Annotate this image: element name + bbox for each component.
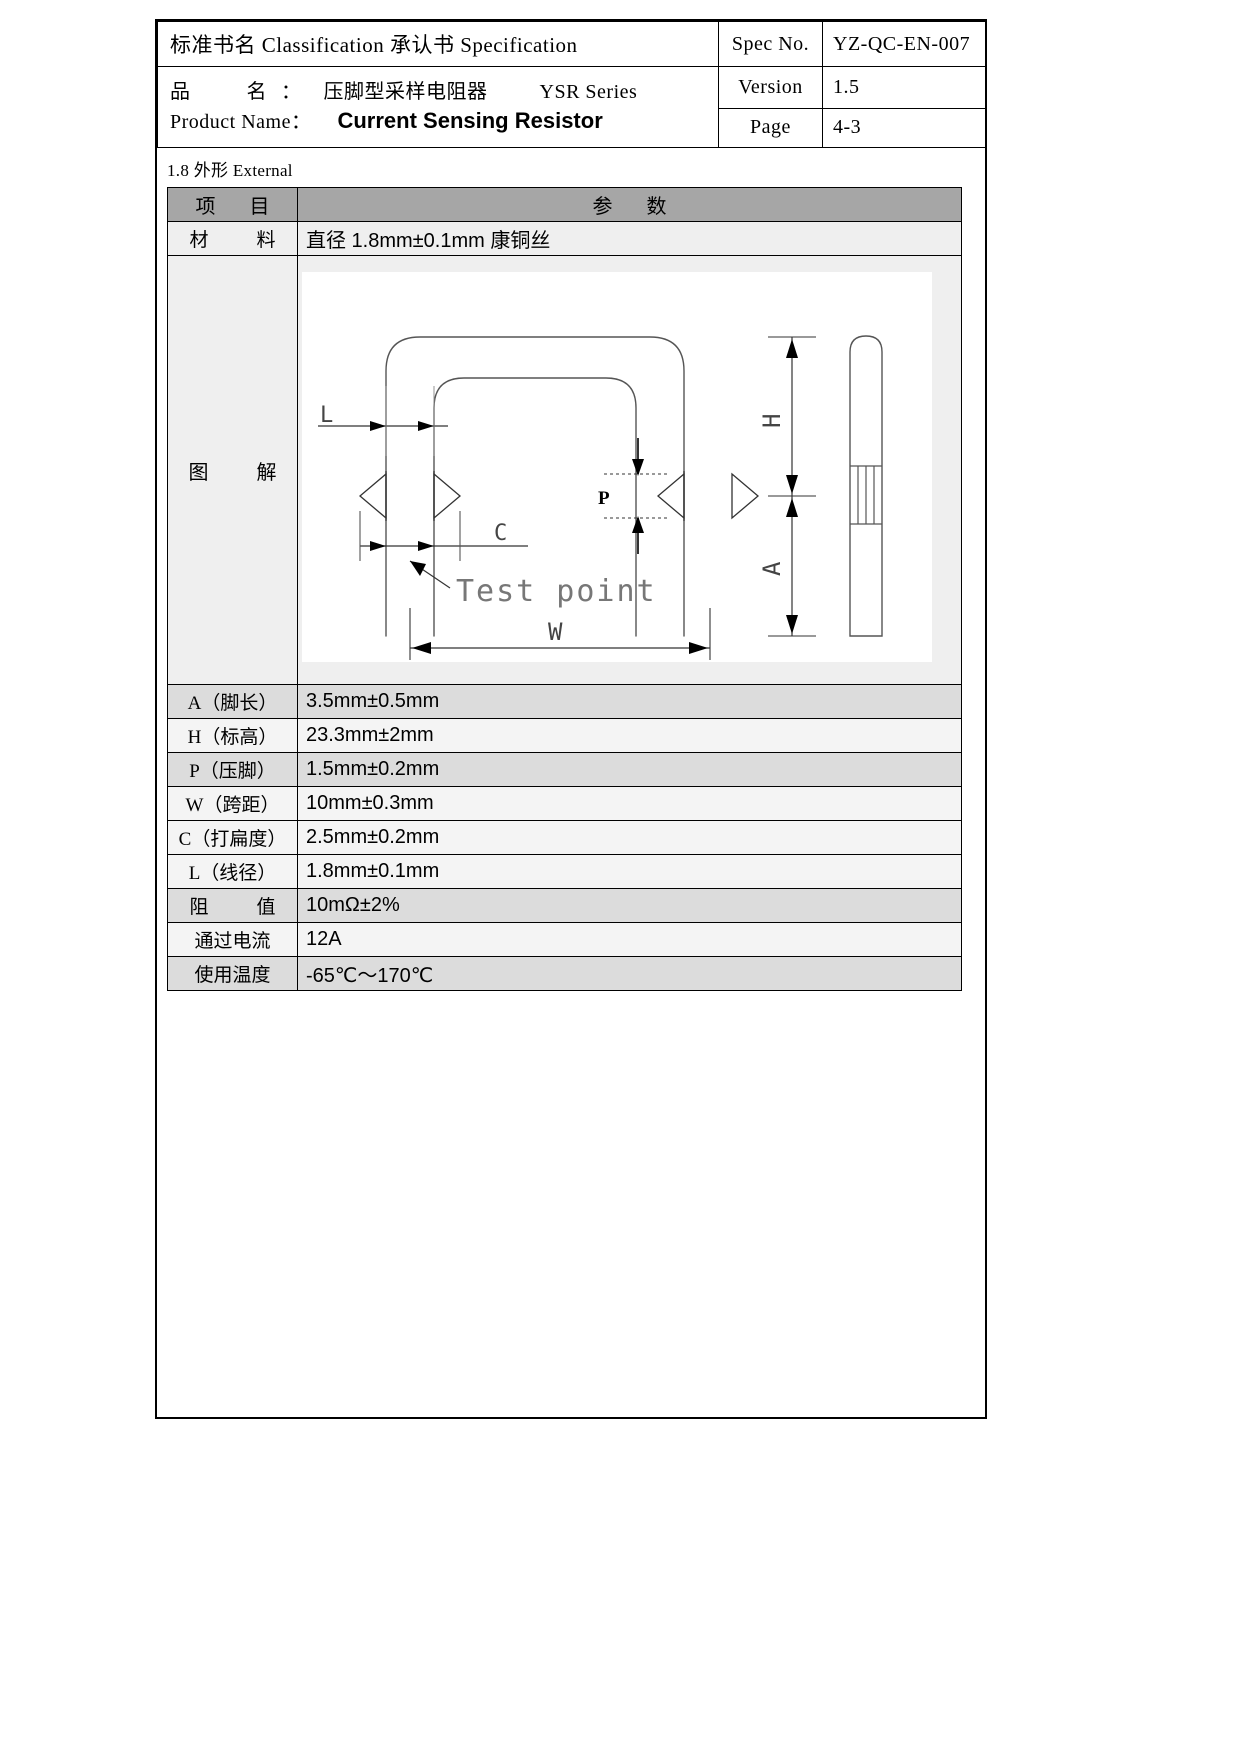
diagram-label-char2: 解 <box>256 461 277 484</box>
product-cn-value: 压脚型采样电阻器 <box>323 81 488 104</box>
current-label: 通过电流 <box>167 922 298 957</box>
dimension-A: A <box>758 496 816 637</box>
column-header-param-char2: 数 <box>646 196 667 218</box>
column-header-param-char1: 参 <box>592 196 613 218</box>
table-row: L（线径） 1.8mm±0.1mm <box>167 854 962 889</box>
header-row-page: Page 4-3 <box>158 107 986 149</box>
header-row-product: 品 名 ： 压脚型采样电阻器 YSR Series Product Name： Curre… <box>157 66 986 148</box>
diagram-canvas: L C <box>298 256 961 684</box>
page-value: 4-3 <box>822 107 986 149</box>
dimension-P: P <box>598 438 670 554</box>
classification-title: 标准书名 Classification 承认书 Specification <box>157 21 719 67</box>
material-label-char2: 料 <box>256 230 276 251</box>
dim-label-h: H（标高） <box>167 718 298 753</box>
version-label: Version <box>718 66 823 109</box>
resistance-label-char2: 值 <box>256 897 276 918</box>
material-label-char1: 材 <box>189 230 209 251</box>
table-row: A（脚长） 3.5mm±0.5mm <box>167 684 962 719</box>
table-row-diagram: 图解 <box>167 255 962 685</box>
table-row: W（跨距） 10mm±0.3mm <box>167 786 962 821</box>
column-header-item-char2: 目 <box>249 196 270 218</box>
temperature-label: 使用温度 <box>167 956 298 991</box>
dimension-label-H: H <box>758 414 786 428</box>
dim-value-c: 2.5mm±0.2mm <box>297 820 962 855</box>
column-header-parameter: 参数 <box>297 187 962 222</box>
document-header-table: 标准书名 Classification 承认书 Specification Sp… <box>157 21 986 149</box>
table-row-resistance: 阻值 10mΩ±2% <box>167 888 962 923</box>
test-point-arrowhead <box>410 561 426 576</box>
current-value: 12A <box>297 922 962 957</box>
product-series: YSR Series <box>539 81 638 104</box>
dim-label-a: A（脚长） <box>167 684 298 719</box>
table-row-temperature: 使用温度 -65℃～170℃ <box>167 956 962 991</box>
material-label: 材料 <box>167 221 298 256</box>
dimension-label-A: A <box>758 561 786 576</box>
right-flatten-marks <box>656 471 760 521</box>
dimension-W: W <box>409 608 711 660</box>
dimension-label-P: P <box>598 488 610 509</box>
dim-value-h: 23.3mm±2mm <box>297 718 962 753</box>
spec-no-label: Spec No. <box>718 21 823 67</box>
dimension-label-L: L <box>320 403 333 428</box>
side-view-drawing <box>849 335 883 637</box>
temperature-value: -65℃～170℃ <box>297 956 962 991</box>
diagram-cell: L C <box>297 255 962 685</box>
resistance-label-char1: 阻 <box>189 897 209 918</box>
diagram-label-char1: 图 <box>188 461 209 484</box>
column-header-item-char1: 项 <box>195 196 216 218</box>
dim-label-w: W（跨距） <box>167 786 298 821</box>
dimension-H: H <box>758 336 816 497</box>
product-name-cell: 品 名 ： 压脚型采样电阻器 YSR Series Product Name： Curre… <box>157 66 719 148</box>
test-point-label: Test point <box>456 574 657 609</box>
dimension-C: C <box>359 511 528 561</box>
product-cn-label: 品 <box>170 81 191 104</box>
section-heading: 1.8 外形 External <box>167 161 293 180</box>
product-name-cn-line: 品 名 ： 压脚型采样电阻器 YSR Series <box>170 79 718 105</box>
product-cn-label2: 名 <box>246 81 267 104</box>
resistance-label: 阻值 <box>167 888 298 923</box>
version-value: 1.5 <box>822 66 986 109</box>
diagram-label: 图解 <box>167 255 298 685</box>
column-header-item: 项目 <box>167 187 298 222</box>
dim-label-p: P（压脚） <box>167 752 298 787</box>
table-row: C（打扁度） 2.5mm±0.2mm <box>167 820 962 855</box>
table-row: H（标高） 23.3mm±2mm <box>167 718 962 753</box>
dimension-L: L <box>318 386 448 456</box>
product-cn-colon: ： <box>281 81 302 104</box>
dim-label-c: C（打扁度） <box>167 820 298 855</box>
material-value: 直径 1.8mm±0.1mm 康铜丝 <box>297 221 962 256</box>
resistor-outline-drawing: L C <box>302 272 932 662</box>
dim-value-p: 1.5mm±0.2mm <box>297 752 962 787</box>
resistance-value: 10mΩ±2% <box>297 888 962 923</box>
product-name-en-line: Product Name： Current Sensing Resistor <box>170 106 718 135</box>
dimension-label-W: W <box>548 618 563 646</box>
spec-table-header-row: 项目 参数 <box>167 187 962 222</box>
dimension-label-C: C <box>494 521 507 546</box>
table-row-material: 材料 直径 1.8mm±0.1mm 康铜丝 <box>167 221 962 256</box>
spec-no-value: YZ-QC-EN-007 <box>822 21 986 67</box>
header-row-classification: 标准书名 Classification 承认书 Specification Sp… <box>157 21 986 67</box>
table-row-current: 通过电流 12A <box>167 922 962 957</box>
document-page-frame: 标准书名 Classification 承认书 Specification Sp… <box>155 19 987 1419</box>
product-en-value: Current Sensing Resistor <box>337 107 603 133</box>
table-row: P（压脚） 1.5mm±0.2mm <box>167 752 962 787</box>
page-label: Page <box>718 107 823 149</box>
dim-value-l: 1.8mm±0.1mm <box>297 854 962 889</box>
dim-value-a: 3.5mm±0.5mm <box>297 684 962 719</box>
external-spec-table: 项目 参数 材料 直径 1.8mm±0.1mm 康铜丝 图解 <box>167 187 962 991</box>
dim-value-w: 10mm±0.3mm <box>297 786 962 821</box>
resistor-body-outline <box>385 336 685 637</box>
product-en-label: Product Name： <box>170 110 312 133</box>
test-point-annotation: Test point <box>409 560 657 609</box>
left-flatten-marks <box>358 471 462 521</box>
dim-label-l: L（线径） <box>167 854 298 889</box>
